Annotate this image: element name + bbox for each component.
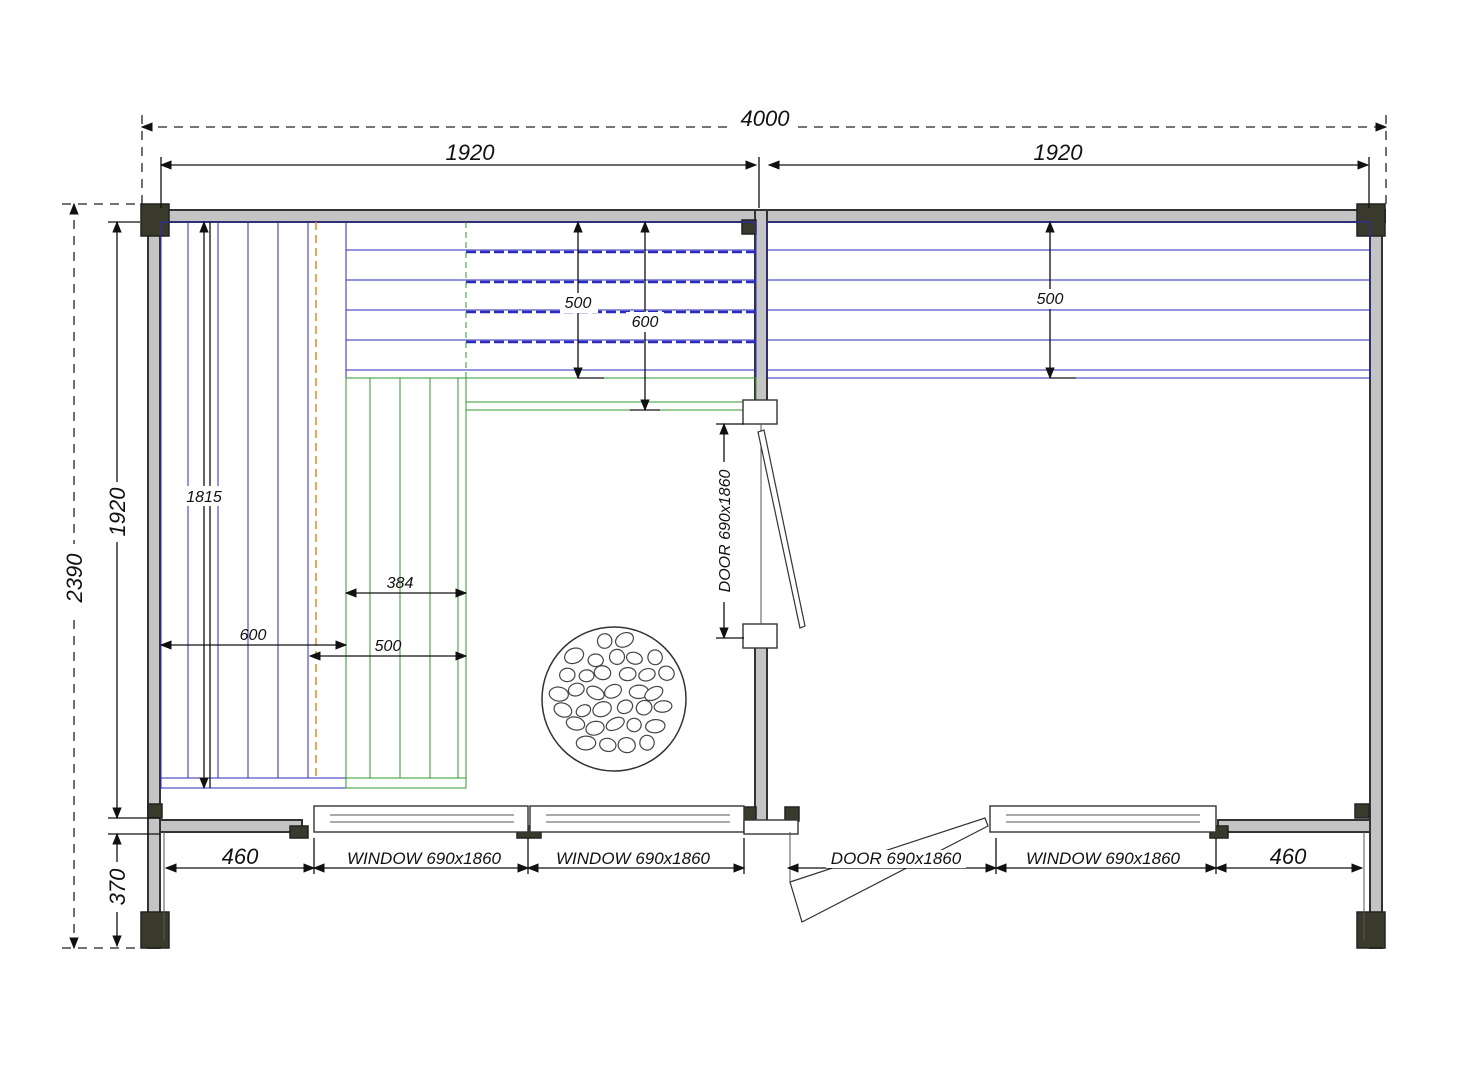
stove-stone [596,633,613,649]
stove-stone [592,701,612,718]
walls [144,209,1386,949]
porch-frame [163,832,1365,940]
stove-stone [639,734,655,751]
stove-stone [616,699,634,715]
stove-stone [578,669,595,683]
stove-stone [575,735,597,751]
dimensions: 4000 1920 1920 2390 1920 370 1815 [60,104,1388,950]
upper-bench-depth-left-label: 500 [565,295,592,312]
stove-stone [647,649,663,666]
corner-posts [140,203,1386,949]
porch-right-label: 460 [1270,844,1307,869]
overall-depth-label: 2390 [62,553,87,604]
stove-stone [608,648,626,666]
sauna-benches [160,221,1371,789]
right-room-width-label: 1920 [1034,140,1084,165]
stove-stone [603,683,623,699]
stove-stone [617,736,636,754]
upper-bench-span-label: 600 [632,314,659,331]
entry-door-label: DOOR 690x1860 [831,849,962,868]
stove-stone [593,665,612,681]
stove-stone [614,631,635,648]
porch-depth-label: 370 [105,868,130,905]
stove-stone [567,682,585,697]
stove-stone [586,685,605,701]
overall-width-label: 4000 [741,106,791,131]
stove-stone [605,716,625,732]
lower-bench-depth-label: 500 [375,638,402,655]
room-depth-label: 1920 [105,487,130,537]
stove-stone [564,647,585,665]
interior-door-symbol [742,399,806,649]
stove-stone [587,653,604,668]
side-bench-depth-label: 600 [240,627,267,644]
stove-stone [626,717,642,733]
stove-stone [599,737,617,753]
stove-stone [553,702,573,718]
window-2-label: WINDOW 690x1860 [556,849,711,868]
stove-stone [653,700,673,713]
window-1-label: WINDOW 690x1860 [347,849,502,868]
window-3-label: WINDOW 690x1860 [1026,849,1181,868]
upper-bench-depth-right-label: 500 [1037,291,1064,308]
stove-stone [645,718,666,734]
left-room-width-label: 1920 [446,140,496,165]
stove-stone [548,686,569,702]
porch-left-label: 460 [222,844,259,869]
stove-stone [618,666,637,682]
stove-stone [644,685,664,702]
stove-stone [559,667,576,683]
bench-length-label: 1815 [186,489,222,506]
stove-stone [565,716,586,731]
stove-stone [638,667,656,682]
stove-stone [635,699,653,716]
stove-stone [575,704,592,718]
lower-bench-width-label: 384 [387,575,414,592]
stove-stone [625,651,643,665]
stove-stone [585,720,605,736]
stove-stone [658,665,675,681]
interior-door-label: DOOR 690x1860 [717,470,734,593]
stone-stove [541,626,687,772]
